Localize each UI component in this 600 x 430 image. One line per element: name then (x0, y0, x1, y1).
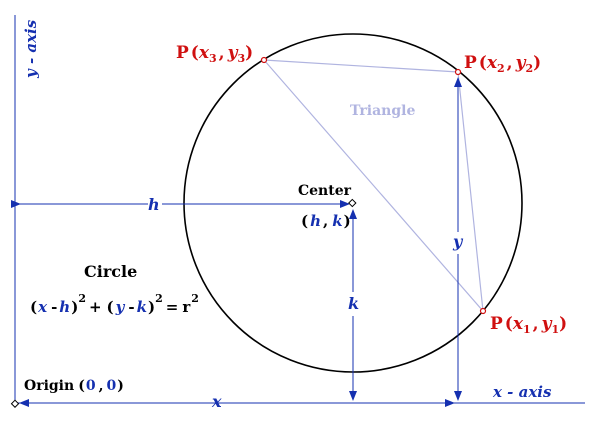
y-axis-label: y - axis (22, 19, 40, 79)
center-coordinates: (h,k) (301, 212, 351, 230)
center-label: Center (298, 183, 352, 199)
point-p1-label: P(x1,y1) (490, 314, 567, 336)
point-p2-label: P(x2,y2) (464, 53, 541, 75)
circle-equation: (x-h)2+(y-k)2=r2 (30, 292, 199, 316)
triangle (262, 59, 484, 313)
triangle-label: Triangle (350, 103, 415, 119)
circle-title: Circle (84, 262, 137, 281)
x-measure-label: x (211, 392, 222, 411)
h-measure-label: h (148, 195, 160, 214)
point-p3-marker (260, 56, 268, 64)
x-axis-label: x - axis (492, 383, 552, 401)
k-measure-label: k (348, 294, 359, 313)
origin-label: Origin(0,0) (24, 378, 124, 394)
origin-marker (10, 399, 20, 408)
center-marker (348, 198, 357, 208)
point-p2-marker (454, 68, 462, 76)
y-measure-label: y (452, 232, 464, 251)
point-p3-label: P(x3,y3) (176, 43, 253, 65)
point-p1-marker (479, 307, 487, 315)
